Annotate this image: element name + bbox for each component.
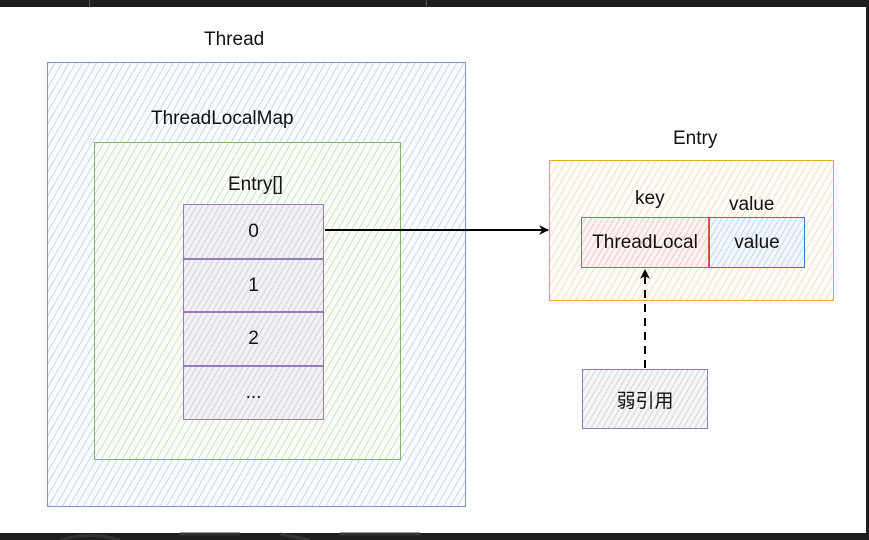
thread-local-map-label: ThreadLocalMap (151, 108, 294, 129)
top-divider (426, 0, 427, 7)
value-cell: value (709, 217, 805, 268)
key-label: key (635, 188, 665, 209)
array-cell-2: 2 (183, 312, 324, 366)
entry-label: Entry (673, 128, 718, 149)
array-cell-0: 0 (183, 204, 324, 259)
key-cell: ThreadLocal (581, 217, 709, 268)
top-divider (89, 0, 90, 7)
background-decoration (59, 532, 420, 540)
thread-label: Thread (204, 29, 265, 50)
weak-reference-box: 弱引用 (582, 369, 708, 429)
array-cell-ellipsis: ... (183, 366, 324, 420)
entry-array-label: Entry[] (228, 174, 283, 195)
value-label: value (729, 194, 775, 215)
array-cell-1: 1 (183, 259, 324, 312)
